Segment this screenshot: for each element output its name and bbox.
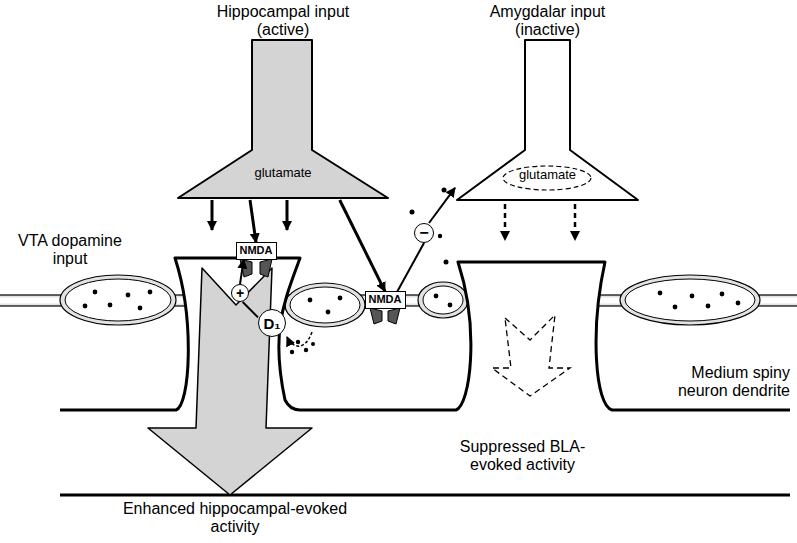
input-heading: Hippocampal input (active)	[208, 0, 358, 40]
vesicle-dot	[83, 304, 88, 309]
drawing-part	[410, 210, 415, 215]
glutamate-spillover	[410, 188, 449, 265]
nmda-receptor: NMDA	[365, 291, 406, 308]
drawing-part	[60, 494, 790, 497]
drawing-part	[287, 332, 312, 346]
inactive-glutamate-arrows	[505, 204, 575, 240]
connector	[397, 243, 424, 291]
suppressed-arrow	[492, 315, 570, 396]
axon-terminal: Amygdalar input (inactive) glutamate	[455, 0, 640, 202]
terminal-shape	[178, 40, 388, 198]
annotation-label: Enhanced hippocampal-evoked activity	[120, 500, 350, 537]
drawing-part	[60, 258, 790, 410]
vesicle-dot	[108, 303, 113, 308]
vesicle-dot	[326, 310, 331, 315]
symbol-label: −	[414, 223, 434, 243]
vesicle-dot	[690, 294, 695, 299]
vesicle-dot	[736, 301, 741, 306]
connector	[250, 200, 256, 242]
drawing-part	[83, 290, 741, 315]
receptor-label: NMDA	[365, 291, 406, 308]
axon-terminal: Hippocampal input (active) glutamate	[178, 0, 388, 200]
vesicle-dot	[434, 294, 439, 299]
nmda-receptor: NMDA	[236, 242, 277, 259]
vesicle-dot	[148, 290, 153, 295]
annotation-label: Suppressed BLA-evoked activity	[440, 438, 605, 475]
drawing-part	[286, 200, 289, 230]
connector	[240, 260, 244, 284]
connector	[429, 188, 455, 223]
drawing-part	[442, 188, 447, 193]
drawing-part	[290, 350, 294, 354]
vesicle-dot	[706, 304, 711, 309]
drawing-part	[504, 204, 507, 240]
vesicle-dot	[658, 291, 663, 296]
symbol-circle: −	[414, 223, 434, 243]
vesicle-dot	[673, 305, 678, 310]
drawing-part	[620, 275, 760, 325]
drawing-part	[574, 204, 577, 240]
drawing-part	[304, 348, 308, 352]
connector	[340, 200, 385, 291]
drawing-part	[625, 279, 755, 321]
vesicle-dot	[138, 306, 143, 311]
drawing-part	[438, 234, 442, 238]
drawing-part	[296, 340, 300, 344]
drawing-part	[423, 286, 463, 314]
drawing-part	[65, 279, 171, 321]
vesicle-dot	[338, 296, 343, 301]
drawing-part	[60, 275, 176, 325]
drawing-part	[290, 287, 360, 323]
connector	[243, 302, 258, 317]
symbol-circle: +	[231, 284, 249, 302]
drawing-part	[418, 282, 468, 318]
vesicle-dot	[308, 298, 313, 303]
drawing-part	[370, 308, 382, 324]
dopamine-release	[287, 332, 315, 354]
annotation-label: VTA dopamine input	[5, 232, 135, 269]
drawing-part	[456, 262, 612, 412]
input-heading: Amygdalar input (inactive)	[473, 0, 623, 40]
symbol-label: D₁	[258, 309, 286, 337]
drawing-part	[388, 308, 400, 324]
drawing-part	[211, 200, 214, 230]
drawing-part	[260, 259, 272, 277]
spines	[60, 258, 790, 495]
drawing-part	[285, 283, 365, 327]
receptor-label: NMDA	[236, 242, 277, 259]
vesicle-dot	[126, 293, 131, 298]
drawing-part	[311, 342, 315, 346]
transmitter-label: glutamate	[178, 165, 388, 180]
symbol-circle: D₁	[258, 309, 286, 337]
vesicle-dot	[448, 303, 453, 308]
vesicle-dot	[720, 292, 725, 297]
enhanced-arrow	[148, 268, 312, 495]
symbol-label: +	[231, 284, 249, 302]
drawing-part	[444, 260, 449, 265]
annotation-label: Medium spiny neuron dendrite	[640, 364, 790, 401]
vesicle-dot	[93, 290, 98, 295]
dopamine-axon	[0, 275, 797, 327]
transmitter-label: glutamate	[455, 167, 640, 182]
